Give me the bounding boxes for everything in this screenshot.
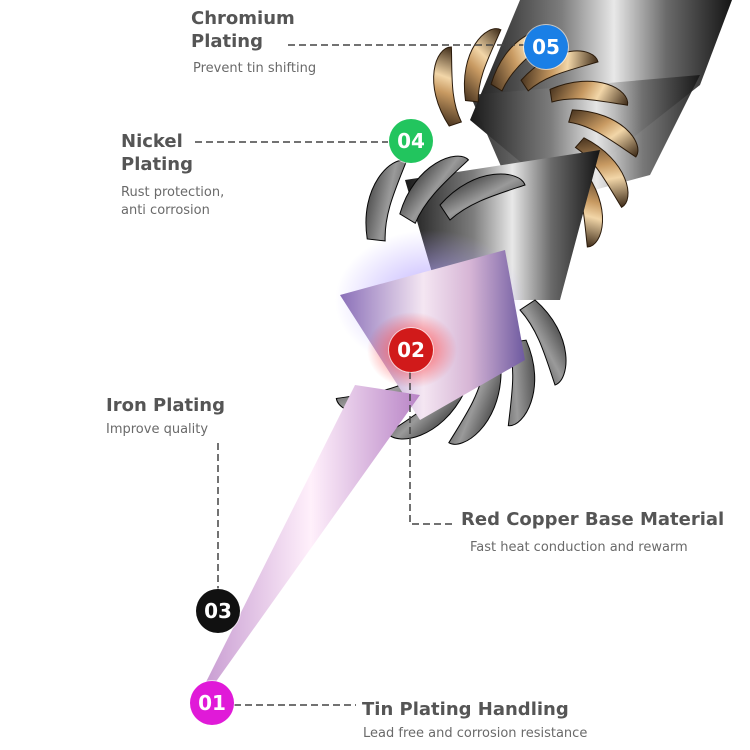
callout-02-desc-line1: Fast heat conduction and rewarm (470, 540, 688, 555)
callout-01-description: Lead free and corrosion resistance (363, 725, 587, 743)
callout-04-description: Rust protection, anti corrosion (121, 184, 224, 220)
callout-05-desc-line1: Prevent tin shifting (193, 61, 317, 76)
callout-05-title-line1: Chromium (191, 8, 295, 29)
callout-01-title-line1: Tin Plating Handling (362, 699, 569, 720)
callout-04-desc-line2: anti corrosion (121, 203, 210, 218)
callout-05-title-line2: Plating (191, 31, 263, 52)
callout-05-title: Chromium Plating (191, 7, 295, 53)
badge-01: 01 (190, 681, 234, 725)
leader-lines (195, 44, 524, 706)
tip-needle (202, 385, 420, 690)
callout-03-title-line1: Iron Plating (106, 395, 226, 416)
callout-04-title: Nickel Plating (121, 130, 193, 176)
callout-04-title-line1: Nickel (121, 131, 183, 152)
badge-04: 04 (389, 119, 433, 163)
badge-05: 05 (524, 25, 568, 69)
callout-03-desc-line1: Improve quality (106, 422, 209, 437)
callout-04-title-line2: Plating (121, 154, 193, 175)
badge-02: 02 (389, 328, 433, 372)
callout-01-title: Tin Plating Handling (362, 698, 569, 721)
callout-01-desc-line1: Lead free and corrosion resistance (363, 726, 588, 741)
callout-03-title: Iron Plating (106, 394, 225, 417)
copper-cone (335, 230, 525, 420)
badge-03: 03 (196, 589, 240, 633)
callout-03-description: Improve quality (106, 421, 208, 439)
callout-04-desc-line1: Rust protection, (121, 185, 225, 200)
callout-02-title-line1: Red Copper Base Material (461, 509, 725, 530)
callout-05-description: Prevent tin shifting (193, 60, 316, 78)
callout-02-title: Red Copper Base Material (461, 508, 724, 531)
leader-line-02 (409, 372, 455, 525)
callout-02-description: Fast heat conduction and rewarm (470, 539, 688, 557)
